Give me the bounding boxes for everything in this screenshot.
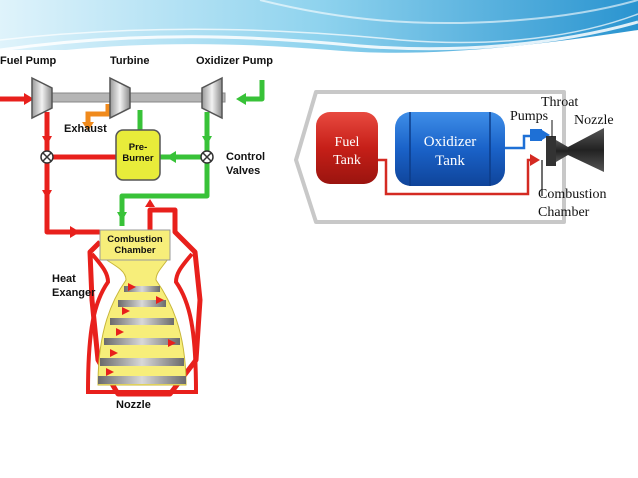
label-pre-burner-line2: Burner <box>122 153 153 164</box>
rocket-layout-diagram: Fuel Tank Oxidizer Tank Pumps Throat Noz… <box>286 84 616 230</box>
exhaust-line <box>82 104 111 131</box>
oxidizer-tank <box>395 112 505 186</box>
fuel-control-valve-icon <box>40 150 54 164</box>
label-fuel-pump: Fuel Pump <box>0 55 57 67</box>
label-oxidizer-pump: Oxidizer Pump <box>196 55 273 67</box>
engine-schematic: Fuel Pump Turbine Oxidizer Pump Exhaust … <box>0 50 286 411</box>
label-combustion-chamber-line1: Combustion <box>107 234 163 245</box>
label-throat: Throat <box>541 95 578 110</box>
fuel-feed-line <box>378 158 534 196</box>
label-exhaust: Exhaust <box>64 123 107 135</box>
fuel-pump-icon <box>31 76 53 120</box>
pre-burner-box <box>115 129 161 181</box>
label-nozzle: Nozzle <box>116 399 151 411</box>
fuel-tank <box>316 112 378 184</box>
nozzle-bell-shape <box>97 229 187 386</box>
label-pumps: Pumps <box>510 109 548 124</box>
label-combustion-chamber-line2: Chamber <box>114 245 155 256</box>
turbine-shaft <box>39 92 226 103</box>
combustion-chamber-block <box>546 136 556 166</box>
label-heat-exchanger-line1: Heat <box>52 273 76 285</box>
label-heat-exchanger-line2: Exanger <box>52 287 96 299</box>
header-banner <box>0 0 638 58</box>
oxidizer-control-valve-icon <box>200 150 214 164</box>
oxidizer-feed-line <box>505 134 534 150</box>
label-turbine: Turbine <box>110 55 150 67</box>
nozzle-cone <box>556 140 568 162</box>
label-control-valves-line1: Control <box>226 151 265 163</box>
label-combustion-line2: Chamber <box>538 205 590 220</box>
pump-icon <box>530 129 542 141</box>
turbine-icon <box>109 76 131 120</box>
label-fuel-tank-line1: Fuel <box>335 135 360 150</box>
label-oxidizer-tank-line1: Oxidizer <box>424 134 476 150</box>
label-nozzle-right: Nozzle <box>574 113 614 128</box>
label-oxidizer-tank-line2: Tank <box>435 153 465 169</box>
label-fuel-tank-line2: Tank <box>333 153 361 168</box>
heat-exchanger-bands <box>98 286 186 384</box>
oxidizer-pump-icon <box>201 76 223 120</box>
label-control-valves-line2: Valves <box>226 165 260 177</box>
label-pre-burner-line1: Pre- <box>129 142 147 153</box>
label-combustion-line1: Combustion <box>538 187 606 202</box>
